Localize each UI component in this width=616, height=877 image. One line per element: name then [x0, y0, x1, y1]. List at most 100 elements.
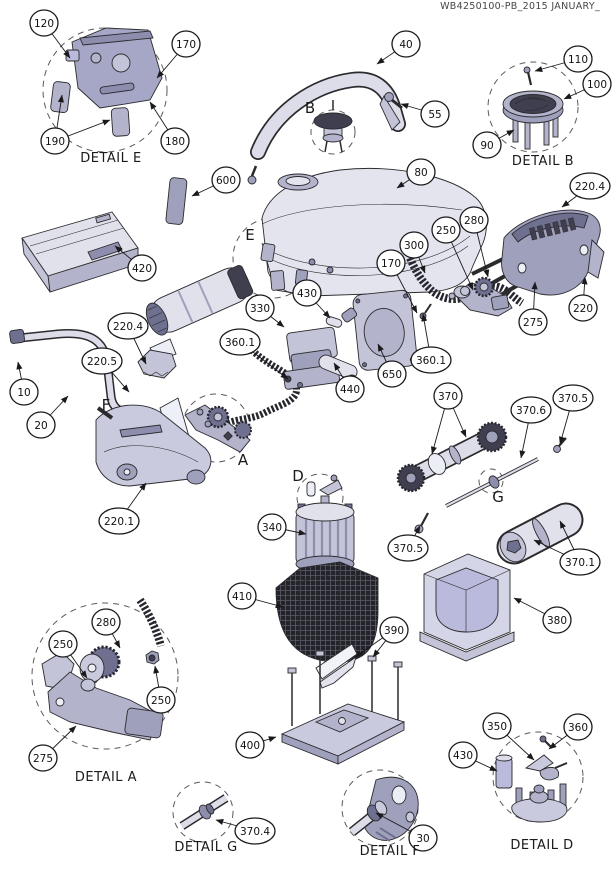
callout-number: 370 — [438, 391, 458, 403]
callout-370.5: 370.5 — [552, 384, 594, 445]
callout-number: 250 — [436, 225, 456, 237]
section-letter-a: A — [238, 451, 249, 469]
callout-370.5: 370.5 — [387, 525, 429, 562]
callout-number: 380 — [547, 615, 567, 627]
callout-360: 360 — [548, 713, 593, 750]
callout-number: 120 — [34, 18, 54, 30]
callout-bubble — [219, 328, 261, 356]
callout-bubble — [408, 824, 438, 852]
part-detail-b-impeller — [502, 66, 564, 150]
callout-number: 275 — [33, 753, 53, 765]
part-belt-left — [224, 347, 300, 428]
callout-number: 80 — [414, 167, 427, 179]
callout-110: 110 — [534, 45, 593, 73]
callout-bubble — [91, 608, 121, 636]
callout-bubble — [410, 346, 452, 374]
detail-label-g: DETAIL G — [174, 840, 237, 855]
part-axle — [445, 457, 539, 508]
callout-bubble — [98, 507, 140, 535]
callout-number: 360.1 — [416, 355, 446, 367]
part-detail-a-assembly — [41, 645, 164, 741]
part-detail-f-bearing — [348, 776, 419, 842]
callout-220.1: 220.1 — [98, 482, 147, 535]
doc-code: WB4250100-PB_2015 JANUARY_ — [440, 1, 600, 12]
callout-340: 340 — [257, 513, 307, 541]
callout-number: 440 — [340, 384, 360, 396]
part-flap — [165, 177, 188, 225]
callout-number: 180 — [165, 136, 185, 148]
callout-bubble — [433, 382, 463, 410]
callout-220.4: 220.4 — [561, 172, 611, 208]
callout-bubble — [559, 548, 601, 576]
callout-number: 110 — [568, 54, 588, 66]
callout-360.1: 360.1 — [410, 313, 452, 374]
callout-number: 20 — [34, 420, 47, 432]
callout-number: 220.4 — [113, 321, 143, 333]
part-deflector — [315, 643, 358, 689]
callout-80: 80 — [396, 158, 436, 189]
callout-bubble — [448, 741, 478, 769]
callout-275: 275 — [28, 725, 77, 772]
callout-number: 400 — [240, 740, 260, 752]
part-filter-cap — [313, 100, 353, 153]
callout-380: 380 — [513, 597, 572, 634]
callout-bubble — [377, 360, 407, 388]
callout-430: 430 — [292, 279, 331, 319]
callout-bubble — [28, 744, 58, 772]
callout-bubble — [26, 411, 56, 439]
callout-100: 100 — [563, 70, 612, 100]
callout-275: 275 — [518, 281, 548, 336]
callout-number: 330 — [250, 303, 270, 315]
callout-170: 170 — [156, 30, 201, 79]
callout-number: 420 — [132, 263, 152, 275]
callout-number: 280 — [464, 215, 484, 227]
detail-label-b: DETAIL B — [512, 154, 574, 169]
callout-40: 40 — [376, 30, 421, 65]
part-detail-g-shaft — [179, 794, 229, 830]
callout-330: 330 — [245, 294, 285, 328]
callout-bubble — [472, 131, 502, 159]
callout-number: 190 — [45, 136, 65, 148]
detail-label-d: DETAIL D — [510, 838, 573, 853]
callout-number: 100 — [587, 79, 607, 91]
detail-label-a: DETAIL A — [75, 770, 137, 785]
part-chassis — [280, 650, 406, 765]
callout-bubble — [406, 158, 436, 186]
callout-number: 430 — [453, 750, 473, 762]
callout-number: 430 — [297, 288, 317, 300]
callout-number: 40 — [399, 39, 412, 51]
callout-250: 250 — [431, 216, 474, 291]
part-roller — [496, 502, 584, 565]
callout-bubble — [29, 9, 59, 37]
callout-430: 430 — [448, 741, 498, 772]
callout-number: 410 — [232, 591, 252, 603]
callout-360.1: 360.1 — [219, 328, 289, 380]
callout-bubble — [81, 347, 123, 375]
part-motor-cylinder — [145, 265, 254, 336]
callout-bubble — [391, 30, 421, 58]
callout-370.1: 370.1 — [533, 520, 601, 576]
section-letter-e: E — [245, 226, 254, 244]
callout-410: 410 — [227, 582, 284, 610]
callout-bubble — [227, 582, 257, 610]
callout-bubble — [482, 712, 512, 740]
callout-bubble — [387, 534, 429, 562]
callout-bubble — [9, 378, 39, 406]
callout-bubble — [234, 817, 276, 845]
callout-number: 300 — [404, 240, 424, 252]
section-letter-d: D — [292, 467, 304, 485]
callout-number: 360 — [568, 722, 588, 734]
section-letter-g: G — [492, 488, 504, 506]
callout-370.4: 370.4 — [215, 817, 276, 845]
callout-350: 350 — [482, 712, 535, 761]
callout-280: 280 — [459, 206, 490, 278]
callout-number: 350 — [487, 721, 507, 733]
callout-number: 220 — [573, 303, 593, 315]
callout-number: 10 — [17, 387, 30, 399]
callout-120: 120 — [29, 9, 71, 59]
callout-bubble — [552, 384, 594, 412]
